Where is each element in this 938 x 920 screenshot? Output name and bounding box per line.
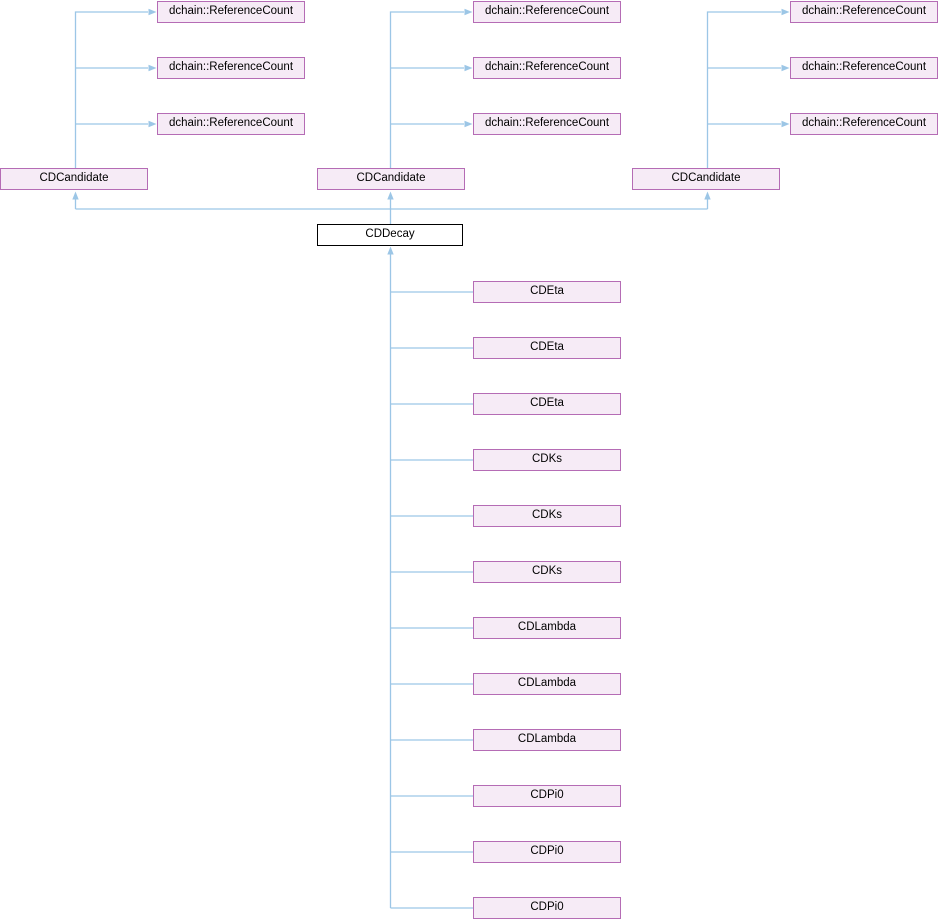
edges-left-candidate-to-referencecount	[74, 8, 157, 168]
node-cdeta[interactable]: CDEta	[473, 337, 621, 359]
node-cdpi0[interactable]: CDPi0	[473, 841, 621, 863]
node-cdeta[interactable]: CDEta	[473, 281, 621, 303]
node-dchain-referencecount[interactable]: dchain::ReferenceCount	[790, 1, 938, 23]
node-dchain-referencecount[interactable]: dchain::ReferenceCount	[790, 57, 938, 79]
edges-children-to-cddecay	[387, 246, 473, 909]
node-dchain-referencecount[interactable]: dchain::ReferenceCount	[473, 113, 621, 135]
node-cdcandidate[interactable]: CDCandidate	[632, 168, 780, 190]
node-cdcandidate[interactable]: CDCandidate	[317, 168, 465, 190]
node-cdcandidate[interactable]: CDCandidate	[0, 168, 148, 190]
node-cdlambda[interactable]: CDLambda	[473, 617, 621, 639]
edges-cddecay-to-candidates	[72, 191, 711, 224]
node-cdeta[interactable]: CDEta	[473, 393, 621, 415]
edges-right-candidate-to-referencecount	[706, 8, 790, 168]
node-dchain-referencecount[interactable]: dchain::ReferenceCount	[157, 113, 305, 135]
node-cdks[interactable]: CDKs	[473, 561, 621, 583]
node-dchain-referencecount[interactable]: dchain::ReferenceCount	[473, 57, 621, 79]
node-cdks[interactable]: CDKs	[473, 505, 621, 527]
node-cdlambda[interactable]: CDLambda	[473, 673, 621, 695]
node-cdpi0[interactable]: CDPi0	[473, 897, 621, 919]
node-dchain-referencecount[interactable]: dchain::ReferenceCount	[157, 57, 305, 79]
node-cddecay: CDDecay	[317, 224, 463, 246]
node-cdks[interactable]: CDKs	[473, 449, 621, 471]
node-dchain-referencecount[interactable]: dchain::ReferenceCount	[790, 113, 938, 135]
node-cdpi0[interactable]: CDPi0	[473, 785, 621, 807]
node-dchain-referencecount[interactable]: dchain::ReferenceCount	[473, 1, 621, 23]
node-dchain-referencecount[interactable]: dchain::ReferenceCount	[157, 1, 305, 23]
node-cdlambda[interactable]: CDLambda	[473, 729, 621, 751]
edges-middle-candidate-to-referencecount	[389, 8, 473, 168]
